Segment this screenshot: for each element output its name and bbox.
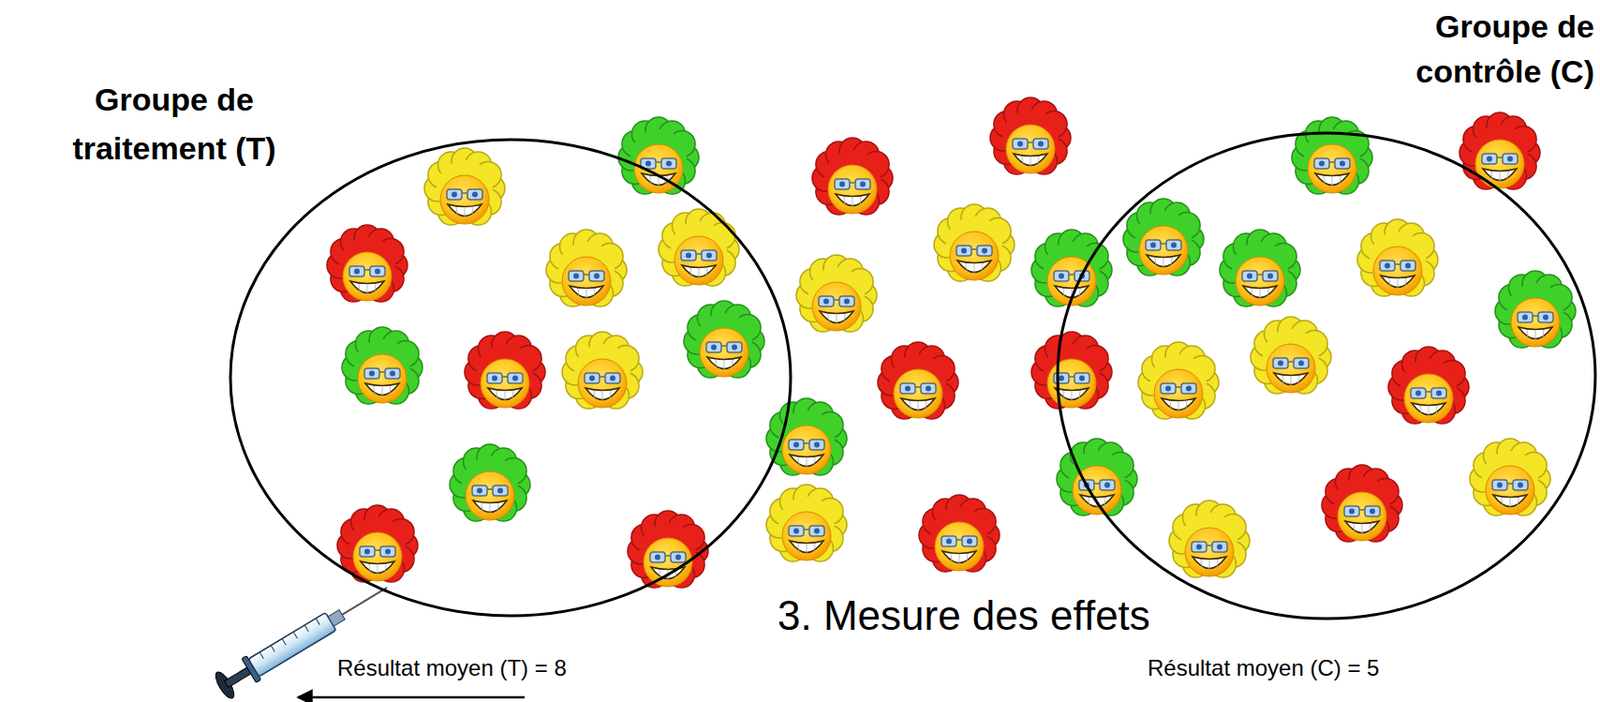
clown-face [1469,438,1551,516]
clown-face [877,341,959,419]
ellipse-outline [228,137,793,618]
clown-face [796,254,877,332]
pointer-arrow [297,696,525,699]
group-heading: Groupe de traitement (T) [33,74,315,173]
clown-face [562,331,643,409]
group-ellipse: Groupe de contrôle (C) [1055,131,1598,621]
clown-face [1219,229,1301,307]
clown-face [546,229,627,307]
clown-face [1031,331,1112,409]
label-anchor: Résultat moyen (C) = 5 [1147,654,1379,682]
step-title: 3. Mesure des effets [773,592,1155,638]
clown-face [1495,270,1576,348]
clown-face [1321,464,1403,542]
ellipse-border [1057,133,1596,619]
clown-face [464,331,546,409]
clown-face [990,97,1071,175]
clown-face [766,398,847,475]
title-anchor: 3. Mesure des effets [773,592,1155,638]
clown-face [1250,316,1332,394]
clown-face [1138,341,1219,419]
result-label: Résultat moyen (C) = 5 [1147,654,1379,682]
result-label: Résultat moyen (T) = 8 [337,654,567,682]
clown-face [449,444,531,521]
clown-face [1169,500,1250,578]
clown-face [1459,112,1541,190]
clown-face [918,494,1000,572]
ellipse-outline [1055,131,1598,621]
clown-face [1357,219,1438,297]
group-heading: Groupe de contrôle (C) [1350,3,1595,94]
clown-face [933,204,1015,282]
text-anchor: Groupe de traitement (T) [33,74,315,173]
text-anchor: Groupe de contrôle (C) [1350,3,1595,94]
clown-face [341,326,423,404]
clown-face [618,117,699,194]
clown-face [1388,346,1469,424]
clown-face [337,504,418,582]
clown-face [812,137,893,215]
clown-face [424,148,505,225]
clown-face [658,208,740,286]
group-ellipse: Groupe de traitement (T) [228,137,793,618]
label-anchor: Résultat moyen (T) = 8 [337,654,567,682]
ellipse-border [230,139,791,616]
clown-face [766,484,847,562]
clown-face [683,300,765,378]
clown-face [1123,198,1204,276]
clown-face [1291,117,1373,194]
clown-face [326,224,408,302]
